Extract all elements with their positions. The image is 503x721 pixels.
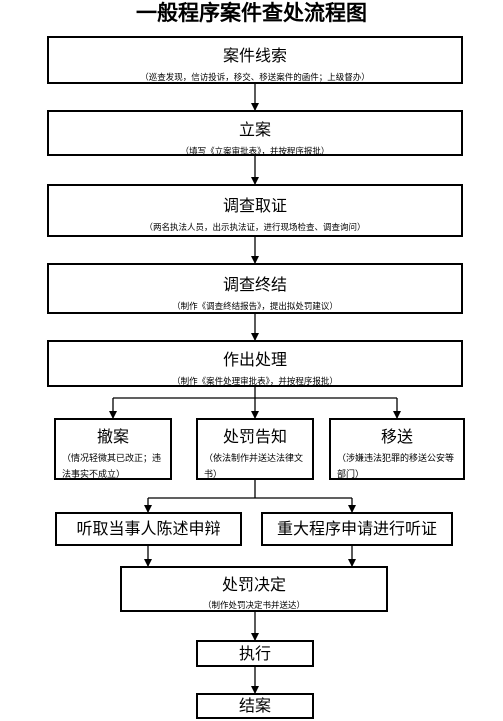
step-file-case: 立案 （填写《立案审批表》，并按程序报批）: [47, 110, 463, 156]
branch-notify-note: （依法制作并送达法律文书）: [204, 454, 304, 480]
diagram-title: 一般程序案件查处流程图: [136, 1, 367, 25]
step-file-case-title: 立案: [238, 120, 271, 139]
step-investigate-title: 调查取证: [222, 196, 287, 215]
step-conclude-title: 调查终结: [222, 275, 287, 294]
branch-withdraw: 撤案 （情况轻微其已改正；违法事实不成立）: [54, 418, 172, 480]
step-case-clue-note: （巡查发现，信访投诉，移交、移送案件的函件；上级督办）: [140, 73, 370, 83]
step-execute-label: 执行: [238, 644, 271, 663]
step-case-clue-title: 案件线索: [222, 46, 287, 65]
step-file-case-note: （填写《立案审批表》，并按程序报批）: [180, 147, 330, 156]
step-handle: 作出处理 （制作《案件处理审批表》，并按程序报批）: [47, 340, 463, 387]
branch-transfer: 移送 （涉嫌违法犯罪的移送公安等部门）: [329, 418, 465, 480]
step-handle-title: 作出处理: [222, 350, 287, 369]
step-penalty-decision-title: 处罚决定: [221, 575, 286, 594]
branch-notify: 处罚告知 （依法制作并送达法律文书）: [196, 418, 314, 480]
step-investigate-note: （两名执法人员，出示执法证，进行现场检查、调查询问）: [144, 223, 366, 233]
branch-withdraw-title: 撤案: [96, 427, 129, 446]
branch-notify-title: 处罚告知: [222, 427, 287, 446]
step-case-clue: 案件线索 （巡查发现，信访投诉，移交、移送案件的函件；上级督办）: [47, 36, 463, 84]
step-request-hearing: 重大程序申请进行听证: [261, 512, 453, 546]
step-request-hearing-label: 重大程序申请进行听证: [276, 519, 437, 538]
step-statement-defense-label: 听取当事人陈述申辩: [76, 519, 221, 538]
step-investigate: 调查取证 （两名执法人员，出示执法证，进行现场检查、调查询问）: [47, 184, 463, 237]
step-close-case-label: 结案: [238, 696, 271, 715]
step-conclude: 调查终结 （制作《调查终结报告》，提出拟处罚建议）: [47, 263, 463, 314]
branch-transfer-note: （涉嫌违法犯罪的移送公安等部门）: [337, 454, 455, 480]
step-conclude-note: （制作《调查终结报告》，提出拟处罚建议）: [172, 302, 338, 312]
step-close-case: 结案: [196, 693, 314, 719]
step-execute: 执行: [196, 640, 314, 667]
step-penalty-decision: 处罚决定 （制作处罚决定书并送达）: [120, 566, 388, 612]
step-statement-defense: 听取当事人陈述申辩: [55, 512, 242, 546]
step-penalty-decision-note: （制作处罚决定书并送达）: [202, 601, 305, 611]
step-handle-note: （制作《案件处理审批表》，并按程序报批）: [172, 377, 338, 387]
branch-withdraw-note: （情况轻微其已改正；违法事实不成立）: [62, 454, 162, 480]
branch-transfer-title: 移送: [380, 427, 413, 446]
